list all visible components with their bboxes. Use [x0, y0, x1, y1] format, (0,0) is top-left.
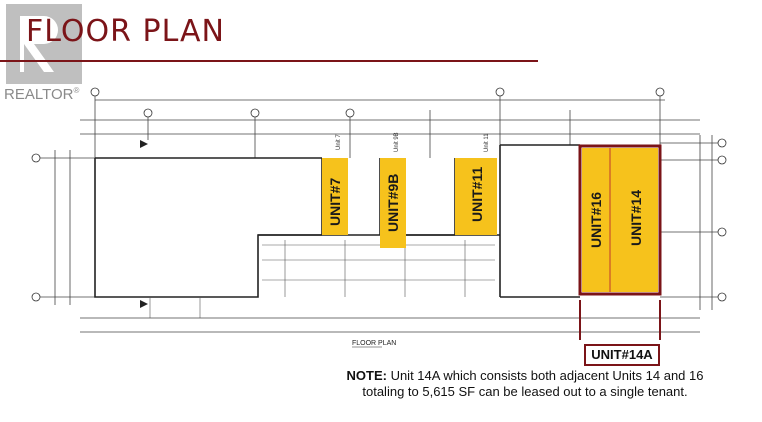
page-title: FLOOR PLAN	[26, 14, 225, 49]
unit-7-tag: Unit 7	[336, 134, 342, 150]
note-line-2: totaling to 5,615 SF can be leased out t…	[362, 384, 688, 399]
unit-9b-area	[380, 158, 406, 248]
plan-caption: FLOOR PLAN	[352, 340, 396, 347]
unit-14a-label: UNIT#14A	[584, 344, 660, 366]
lease-note: NOTE: Unit 14A which consists both adjac…	[300, 368, 750, 400]
unit-11-label: UNIT#11	[469, 167, 485, 222]
realtor-wordmark: REALTOR®	[4, 86, 80, 103]
note-prefix: NOTE:	[346, 368, 387, 383]
unit-11-tag: Unit 11	[484, 133, 490, 152]
unit-14-area	[610, 148, 658, 292]
unit-7-label: UNIT#7	[327, 178, 343, 226]
unit-16-label: UNIT#16	[588, 192, 604, 248]
realtor-logo-icon	[6, 4, 82, 84]
unit-7-area	[322, 158, 348, 235]
unit-16-area	[582, 148, 610, 292]
note-line-1: Unit 14A which consists both adjacent Un…	[386, 368, 704, 383]
unit-14-label: UNIT#14	[628, 190, 644, 246]
unit-9b-label: UNIT#9B	[385, 174, 401, 232]
title-divider	[0, 60, 538, 62]
unit-11-area	[455, 158, 497, 235]
unit-14a-outline	[578, 144, 662, 296]
unit-9b-tag: Unit 9B	[394, 132, 400, 152]
